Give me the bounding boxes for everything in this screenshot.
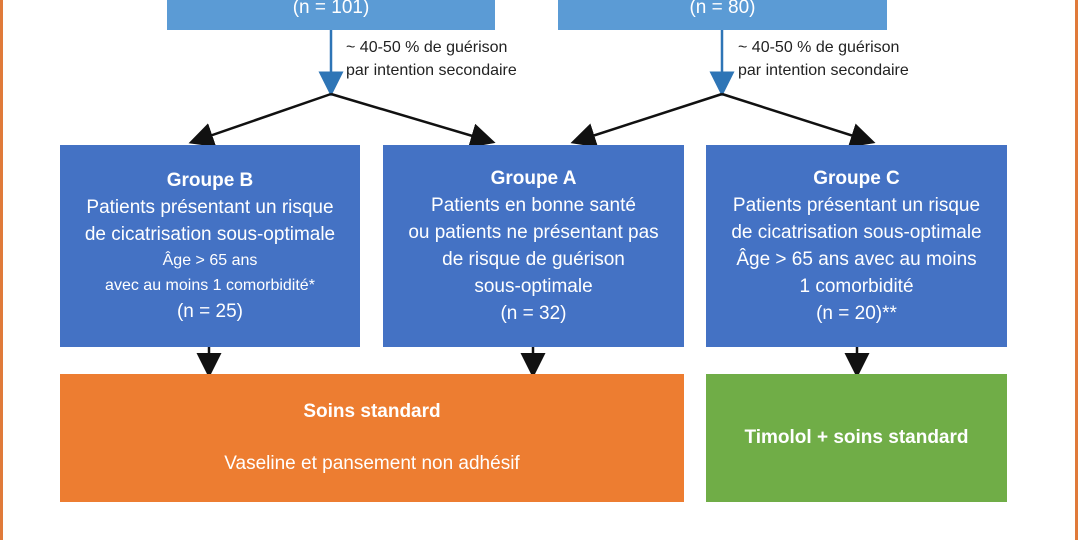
- left-healing-note-line1: ~ 40-50 % de guérison: [346, 39, 508, 56]
- group-a-line3: de risque de guérison: [442, 249, 625, 270]
- flow-arrows: [188, 30, 876, 378]
- standard-care-title: Soins standard: [303, 401, 441, 422]
- group-a-count: (n = 32): [500, 303, 567, 324]
- group-a-line1: Patients en bonne santé: [431, 195, 636, 216]
- group-b-line2: de cicatrisation sous-optimale: [84, 224, 336, 245]
- group-b-line3: Âge > 65 ans: [162, 252, 258, 269]
- top-box-left: (n = 101): [167, 0, 495, 30]
- top-box-left-label: (n = 101): [292, 0, 370, 18]
- left-healing-note-line2: par intention secondaire: [346, 62, 517, 79]
- group-b-count: (n = 25): [176, 301, 243, 322]
- group-c-title: Groupe C: [813, 168, 900, 189]
- split-to-group-b: [188, 92, 332, 147]
- group-c-count: (n = 20)**: [816, 303, 897, 324]
- group-a-title: Groupe A: [490, 168, 577, 189]
- timolol-care-title: Timolol + soins standard: [744, 427, 969, 448]
- group-c-line4: 1 comorbidité: [799, 276, 914, 297]
- group-c-line1: Patients présentant un risque: [732, 195, 981, 216]
- top-box-right-label: (n = 80): [689, 0, 756, 18]
- split-to-group-a-left: [330, 92, 496, 148]
- group-c-line2: de cicatrisation sous-optimale: [731, 222, 982, 243]
- group-b-line4: avec au moins 1 comorbidité*: [105, 277, 315, 294]
- timolol-care-box: Timolol + soins standard: [706, 374, 1007, 502]
- split-to-group-a-right: [570, 92, 723, 148]
- standard-care-description: Vaseline et pansement non adhésif: [224, 453, 520, 474]
- right-healing-note-line1: ~ 40-50 % de guérison: [738, 39, 900, 56]
- group-c-box: Groupe C Patients présentant un risque d…: [706, 145, 1007, 347]
- group-a-box: Groupe A Patients en bonne santé ou pati…: [383, 145, 684, 347]
- group-c-line3: Âge > 65 ans avec au moins: [736, 249, 977, 270]
- right-healing-note: ~ 40-50 % de guérison par intention seco…: [738, 36, 909, 82]
- split-to-group-c: [721, 92, 876, 148]
- right-healing-note-line2: par intention secondaire: [738, 62, 909, 79]
- group-b-title: Groupe B: [166, 170, 254, 191]
- group-b-box: Groupe B Patients présentant un risque d…: [60, 145, 360, 347]
- standard-care-box: Soins standard Vaseline et pansement non…: [60, 374, 684, 502]
- left-healing-note: ~ 40-50 % de guérison par intention seco…: [346, 36, 517, 82]
- group-a-line4: sous-optimale: [474, 276, 593, 297]
- top-box-right: (n = 80): [558, 0, 887, 30]
- group-a-line2: ou patients ne présentant pas: [408, 222, 659, 243]
- group-b-line1: Patients présentant un risque: [86, 197, 334, 218]
